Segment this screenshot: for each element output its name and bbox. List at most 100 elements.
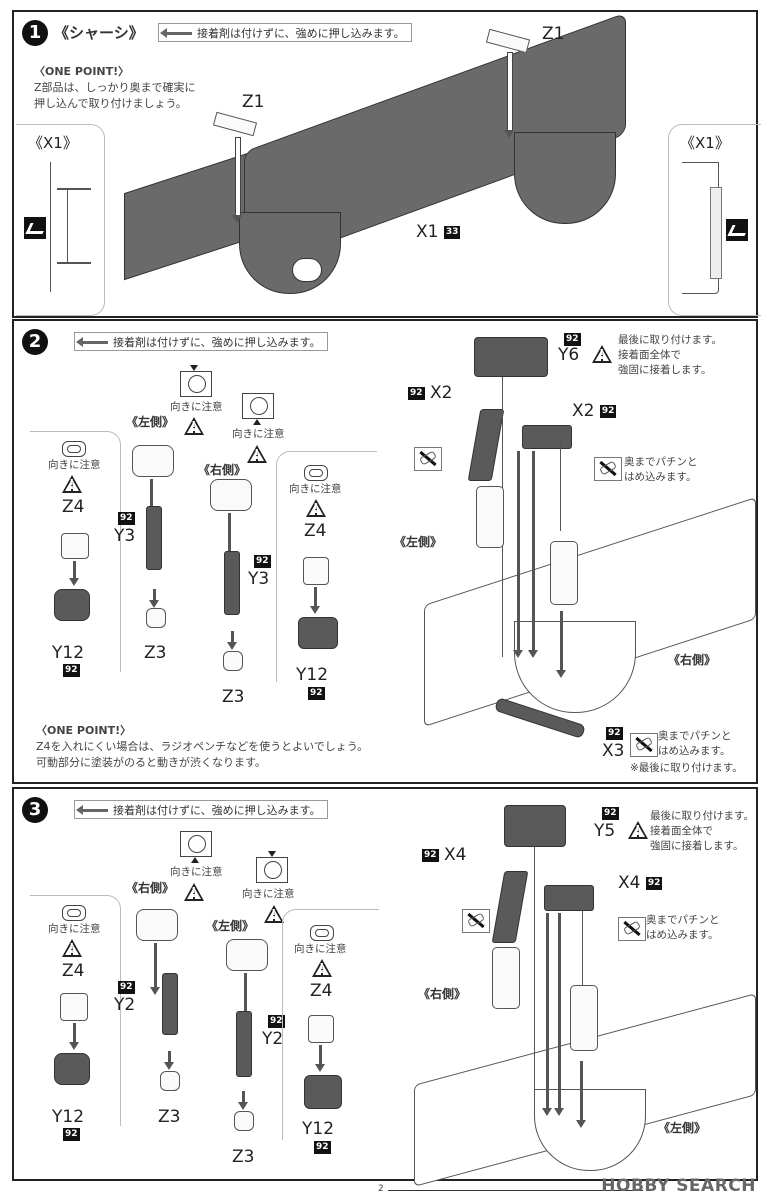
part-y12: [54, 589, 90, 621]
label-x3: X3: [602, 741, 625, 761]
color-badge: 92: [645, 876, 663, 890]
step-number: 3: [22, 797, 48, 823]
note-line: 強固に接着します。: [650, 840, 744, 852]
note-line: 最後に取り付けます。: [618, 334, 722, 346]
no-glue-icon: [462, 909, 490, 933]
x3-note: 奥までパチンと はめ込みます。: [658, 729, 732, 759]
orientation-diagram: [304, 465, 328, 481]
label-x4-text: X4: [443, 845, 467, 865]
orientation-note: 向きに注意: [48, 459, 101, 471]
color-badge: 92: [408, 386, 425, 400]
insert-arrow: [315, 1045, 325, 1072]
subassembly-callout: [30, 431, 121, 672]
one-point-line: 押し込んで取り付けましょう。: [34, 97, 187, 110]
part-y2: [236, 1011, 252, 1077]
part-x2-right: [522, 425, 572, 449]
no-glue-icon: [630, 733, 658, 757]
step-1-panel: 1 《シャーシ》 接着剤は付けずに、強めに押し込みます。 〈ONE POINT!…: [12, 10, 761, 318]
part-y2: [162, 973, 178, 1035]
orientation-diagram: [256, 857, 288, 883]
step-title: 《シャーシ》: [54, 24, 144, 42]
insert-arrow: [513, 451, 523, 658]
note-line: 奥までパチンと: [658, 730, 732, 742]
label-y12: Y12: [52, 1107, 85, 1127]
part-z4: [303, 557, 329, 585]
orientation-note: 向きに注意: [289, 483, 342, 495]
insert-arrow: [238, 1091, 248, 1110]
y5-note: 最後に取り付けます。 接着面全体で 強固に接着します。: [650, 809, 754, 854]
rear-wheel-arch-drawing: [514, 132, 616, 224]
guide-line: [582, 909, 583, 999]
label-x1: X1 33: [416, 222, 461, 242]
side-label-left: 《左側》: [126, 415, 175, 429]
insert-arrow: [227, 631, 237, 650]
insert-arrow: [554, 913, 564, 1116]
part-z1-left: [212, 111, 258, 137]
part-y3: [224, 551, 240, 615]
color-badge: 92: [314, 1141, 331, 1154]
part-y6: [474, 337, 548, 377]
snap-note: 奥までパチンと はめ込みます。: [646, 913, 720, 943]
x1-detail-drawing: [50, 162, 95, 292]
press-arrow-icon: [160, 28, 192, 38]
warning-icon: [62, 939, 82, 957]
label-y5: Y5: [594, 821, 616, 841]
direction-marker-icon: [191, 857, 199, 863]
part-z3: [146, 608, 166, 628]
warning-icon: [247, 445, 267, 463]
note-line: 接着面全体で: [618, 349, 681, 361]
orientation-note: 向きに注意: [170, 401, 223, 413]
label-x2-text: X2: [429, 383, 453, 403]
no-glue-icon: [594, 457, 622, 481]
subassembly-callout: [276, 451, 377, 682]
color-badge: 92: [564, 333, 581, 346]
subassembly-callout: [30, 895, 121, 1126]
part-right-strut: [492, 947, 520, 1009]
color-badge: 92: [118, 512, 135, 525]
wheel-arch-drawing: [534, 1089, 646, 1171]
step-number: 2: [22, 329, 48, 355]
guide-line: [560, 441, 561, 531]
color-badge: 92: [268, 1015, 285, 1028]
label-y12: Y12: [302, 1119, 335, 1139]
part-z2-cap: [132, 445, 174, 477]
direction-marker-icon: [253, 419, 261, 425]
note-line: 強固に接着します。: [618, 364, 712, 376]
y6-note: 最後に取り付けます。 接着面全体で 強固に接着します。: [618, 333, 722, 378]
color-badge: 92: [118, 981, 135, 994]
part-y12: [54, 1053, 90, 1085]
side-label-left: 《左側》: [658, 1121, 707, 1135]
color-badge: 92: [63, 664, 80, 677]
one-point-heading: 〈ONE POINT!〉: [34, 65, 130, 78]
insert-arrow: [69, 1023, 79, 1050]
part-z3: [160, 1071, 180, 1091]
x1-detail-drawing: [682, 162, 722, 294]
detail-label-x1: 《X1》: [28, 134, 78, 152]
side-label-right: 《右側》: [418, 987, 467, 1001]
side-label-right: 《右側》: [668, 653, 717, 667]
one-point-tip: 〈ONE POINT!〉 Z4を入れにくい場合は、ラジオペンチなどを使うとよいで…: [36, 723, 368, 771]
no-glue-icon: [618, 917, 646, 941]
insert-arrow: [310, 587, 320, 614]
orientation-note: 向きに注意: [170, 866, 223, 878]
part-y12: [304, 1075, 342, 1109]
note-line: はめ込みます。: [658, 745, 731, 757]
note-line: はめ込みます。: [646, 929, 719, 941]
part-z3: [223, 651, 243, 671]
label-y3: Y3: [248, 569, 270, 589]
orientation-note: 向きに注意: [232, 428, 285, 440]
part-z2-cap: [226, 939, 268, 971]
orientation-diagram: [62, 441, 86, 457]
guide-line: [534, 845, 535, 1105]
part-y5: [504, 805, 566, 847]
color-badge: 92: [308, 687, 325, 700]
insert-arrow: [69, 561, 79, 586]
label-z4: Z4: [62, 497, 85, 517]
label-z4: Z4: [62, 961, 85, 981]
press-arrow-icon: [76, 805, 108, 815]
glue-note: 接着剤は付けずに、強めに押し込みます。: [158, 23, 412, 42]
color-badge: 33: [443, 225, 461, 239]
part-x4-left: [491, 871, 529, 943]
label-y12: Y12: [52, 643, 85, 663]
label-z3: Z3: [222, 687, 245, 707]
